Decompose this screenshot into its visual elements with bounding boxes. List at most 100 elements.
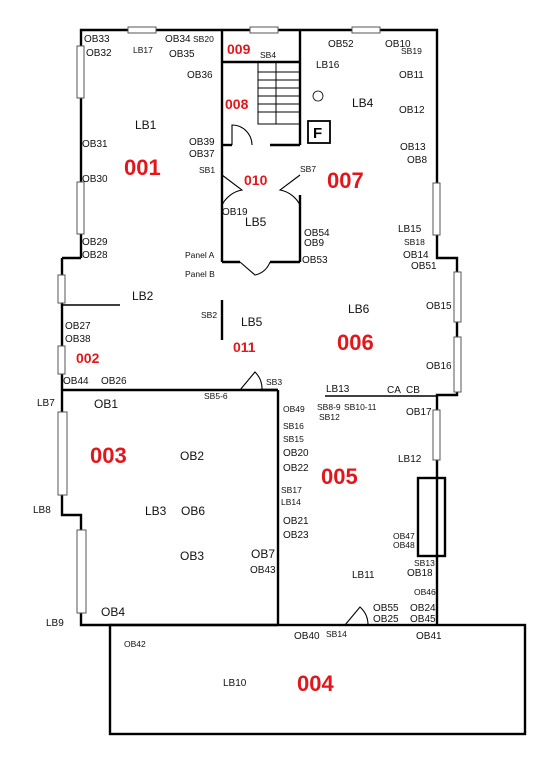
label-LB3: LB3 (145, 504, 167, 518)
label-OB52: OB52 (328, 39, 354, 50)
label-SB7: SB7 (300, 164, 316, 174)
label-SB2: SB2 (201, 310, 217, 320)
label-OB48: OB48 (393, 540, 415, 550)
label-OB22: OB22 (283, 463, 309, 474)
label-OB41: OB41 (416, 631, 442, 642)
label-OB35: OB35 (169, 49, 195, 60)
label-OB28: OB28 (82, 250, 108, 261)
label-OB32: OB32 (86, 48, 112, 59)
label-SB13: SB13 (414, 558, 435, 568)
label-OB14: OB14 (403, 250, 429, 261)
label-LB12: LB12 (398, 454, 422, 465)
label-OB39: OB39 (189, 137, 215, 148)
label-LB6: LB6 (348, 302, 370, 316)
doors (221, 124, 369, 626)
label-SB1: SB1 (199, 165, 215, 175)
label-LB11: LB11 (352, 570, 375, 581)
room-003: 003 (90, 443, 127, 468)
window-009 (249, 26, 279, 34)
label-OB54: OB54 (304, 228, 330, 239)
label-OB30: OB30 (82, 174, 108, 185)
label-OB25: OB25 (373, 614, 399, 625)
label-LB2: LB2 (132, 289, 154, 303)
label-panel-a: Panel A (185, 250, 215, 260)
room-009: 009 (227, 41, 251, 57)
label-LB1: LB1 (135, 118, 157, 132)
label-OB2: OB2 (180, 449, 204, 463)
label-LB4: LB4 (352, 96, 374, 110)
window-002-b (57, 345, 66, 375)
label-OB43: OB43 (250, 565, 276, 576)
label-SB4: SB4 (260, 50, 276, 60)
label-SB8-9: SB8-9 (317, 402, 341, 412)
label-OB37: OB37 (189, 149, 215, 160)
label-OB55: OB55 (373, 603, 399, 614)
label-OB33: OB33 (84, 34, 110, 45)
label-OB40: OB40 (294, 631, 320, 642)
room-005: 005 (321, 464, 358, 489)
label-OB18: OB18 (407, 568, 433, 579)
fixture-icon (312, 90, 324, 102)
label-SB10-11: SB10-11 (344, 402, 377, 412)
label-OB26: OB26 (101, 376, 127, 387)
fire-extinguisher-letter: F (313, 125, 322, 142)
door-010-east (278, 174, 301, 206)
label-OB12: OB12 (399, 105, 425, 116)
label-OB42: OB42 (124, 639, 146, 649)
label-OB45: OB45 (410, 614, 436, 625)
room-004: 004 (297, 671, 334, 696)
label-OB34: OB34 (165, 34, 191, 45)
door-008 (231, 124, 253, 146)
label-OB38: OB38 (65, 334, 91, 345)
label-LB9: LB9 (46, 618, 64, 629)
label-SB19: SB19 (401, 46, 422, 56)
label-SB16: SB16 (283, 421, 304, 431)
label-LB5-a: LB5 (245, 215, 267, 229)
window-001-a (76, 45, 85, 99)
window-006-a (453, 271, 462, 323)
label-OB24: OB24 (410, 603, 436, 614)
label-OB3: OB3 (180, 549, 204, 563)
label-SB18: SB18 (404, 237, 425, 247)
window-006-b (453, 336, 462, 393)
room-002: 002 (76, 350, 100, 366)
room-011: 011 (233, 339, 256, 355)
room-numbers: 001 002 003 004 005 006 007 008 009 010 … (76, 41, 374, 696)
window-003-a (57, 411, 68, 496)
wall-east (222, 28, 459, 625)
window-005-east (432, 409, 441, 461)
window-007-top (351, 26, 381, 34)
door-010-west (221, 174, 244, 206)
wall-004 (108, 623, 527, 736)
wall-005-niche (416, 476, 447, 558)
window-007-east (432, 182, 441, 236)
label-SB17: SB17 (281, 485, 302, 495)
door-010-south (239, 261, 271, 276)
label-OB27: OB27 (65, 321, 91, 332)
label-CB: CB (406, 385, 420, 396)
label-OB49: OB49 (283, 404, 305, 414)
label-OB7: OB7 (251, 547, 275, 561)
label-SB5-6: SB5-6 (204, 391, 228, 401)
label-OB36: OB36 (187, 70, 213, 81)
label-OB53: OB53 (302, 255, 328, 266)
windows (57, 26, 462, 614)
door-004 (344, 606, 369, 626)
room-006: 006 (337, 330, 374, 355)
label-OB23: OB23 (283, 530, 309, 541)
room-001: 001 (124, 155, 161, 180)
label-LB10: LB10 (223, 678, 247, 689)
label-LB8: LB8 (33, 505, 51, 516)
label-OB47: OB47 (393, 531, 415, 541)
label-LB16: LB16 (316, 60, 340, 71)
wall-003-west (60, 390, 278, 627)
label-OB13: OB13 (400, 142, 426, 153)
label-OB6: OB6 (181, 504, 205, 518)
equipment-labels: OB33 LB17 OB34 SB20 OB32 OB35 OB36 SB4 L… (33, 34, 452, 689)
label-OB19: OB19 (222, 207, 248, 218)
label-OB8: OB8 (407, 155, 427, 166)
label-OB9: OB9 (304, 238, 324, 249)
label-SB14: SB14 (326, 629, 347, 639)
label-OB44: OB44 (63, 376, 89, 387)
label-OB1: OB1 (94, 397, 118, 411)
